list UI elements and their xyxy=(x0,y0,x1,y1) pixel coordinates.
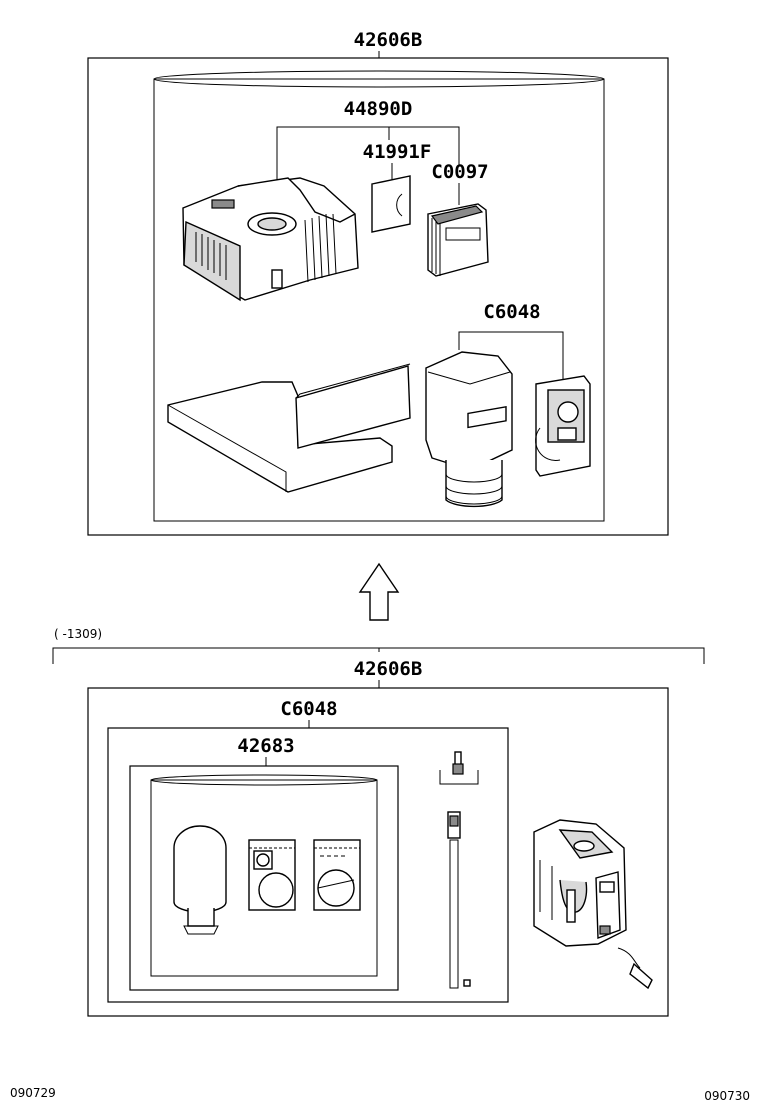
compressor-unit-drawing xyxy=(182,177,359,302)
hose-and-valve-drawing xyxy=(439,751,479,989)
date-range-label: ( -1309) xyxy=(54,627,102,641)
lower-sub-frame xyxy=(107,727,509,1003)
lower-group-frame xyxy=(87,687,669,1017)
label-card-1-drawing xyxy=(248,839,296,911)
lower-sub-label: C6048 xyxy=(280,698,337,720)
inner-bag xyxy=(150,774,378,977)
lower-group-label: 42606B xyxy=(354,658,423,680)
compressor-lower-drawing xyxy=(533,819,653,990)
small-bottle-drawing xyxy=(173,825,227,935)
footer-right-code: 090730 xyxy=(704,1089,750,1103)
replacement-arrow xyxy=(358,562,400,621)
upper-group-label: 42606B xyxy=(354,29,423,51)
lower-inner-label: 42683 xyxy=(237,735,294,757)
lower-inner-frame xyxy=(129,765,399,991)
footer-left-code: 090729 xyxy=(10,1086,56,1100)
sticker-drawing xyxy=(371,175,411,233)
floor-board-drawing xyxy=(167,363,411,493)
kit-label: 44890D xyxy=(344,98,413,120)
storage-bag xyxy=(153,70,605,522)
bottle-set-label: C6048 xyxy=(483,301,540,323)
hose-card-drawing xyxy=(535,375,591,477)
upper-group-frame xyxy=(87,57,669,536)
manual-label: C0097 xyxy=(431,161,488,183)
sticker-label: 41991F xyxy=(363,141,432,163)
sealant-bottle-drawing xyxy=(425,351,513,508)
manual-drawing xyxy=(427,203,489,277)
label-card-2-drawing xyxy=(313,839,361,911)
